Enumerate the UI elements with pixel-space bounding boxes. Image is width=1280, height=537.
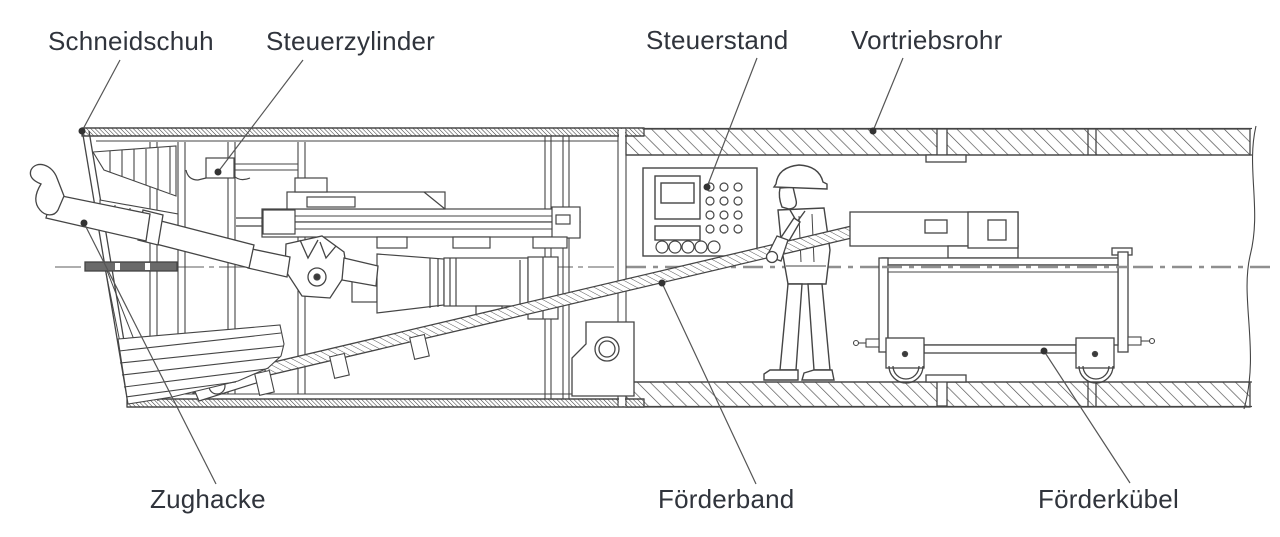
leader-steuerzylinder [217, 59, 304, 173]
leader-zughacke [83, 222, 217, 485]
worker [763, 164, 835, 381]
leader-dot-foerderkuebel [1040, 347, 1048, 355]
label-schneidschuh: Schneidschuh [48, 26, 214, 56]
machine-shell-top [81, 127, 645, 137]
wagon-coupler [852, 336, 1156, 348]
arm-knuckle [284, 235, 348, 299]
ribbed-panel [92, 145, 177, 197]
leader-foerderband [661, 282, 757, 485]
tunnel-walls [81, 125, 1257, 410]
spoil-wagon [852, 247, 1156, 384]
wagon-bogie [885, 337, 925, 384]
leader-dot-steuerstand [703, 183, 711, 191]
hoe-claw [29, 163, 65, 216]
leader-dot-zughacke [80, 219, 88, 227]
label-zughacke: Zughacke [150, 484, 266, 514]
label-vortriebsrohr: Vortriebsrohr [851, 25, 1003, 55]
wagon-bogie [1075, 337, 1115, 384]
worker-face [778, 186, 798, 210]
drag-hoe-arm [29, 163, 379, 299]
pipe-joint-2 [1087, 129, 1097, 406]
pedestal [571, 321, 635, 397]
label-foerderband: Förderband [658, 484, 795, 514]
leader-vortriebsrohr [872, 57, 904, 132]
worker-shoe [801, 369, 835, 381]
wagon-rim [881, 257, 1128, 266]
wagon-body [887, 264, 1119, 346]
control-panel [642, 167, 758, 257]
label-steuerzylinder: Steuerzylinder [266, 26, 435, 56]
leader-dot-steuerzylinder [214, 168, 222, 176]
panel-knobs [655, 240, 721, 254]
leader-lines [78, 57, 1131, 485]
break-line [1243, 125, 1257, 410]
pipe-joint-1 [925, 128, 967, 407]
worker-shoe [763, 369, 799, 381]
worker-leg [807, 283, 831, 371]
telescopic-boom [236, 177, 581, 249]
muck-pile [117, 324, 285, 405]
cutting-edge-bar [84, 261, 178, 272]
belt-supports [254, 333, 430, 396]
label-steuerstand: Steuerstand [646, 25, 789, 55]
hard-hat [772, 164, 828, 190]
worker-forearm [765, 235, 789, 264]
label-foerderkuebel: Förderkübel [1038, 484, 1179, 514]
leader-dot-foerderband [658, 279, 666, 287]
leader-dot-vortriebsrohr [869, 127, 877, 135]
leader-schneidschuh [81, 59, 121, 132]
leader-foerderkuebel [1043, 350, 1131, 484]
worker-leg [779, 283, 803, 371]
steering-cylinder [185, 157, 251, 181]
leader-steuerstand [706, 57, 758, 188]
machine-shell-bottom [126, 398, 645, 408]
leader-dot-schneidschuh [78, 127, 86, 135]
panel-buttons [705, 182, 743, 234]
conveyor-head [849, 211, 1019, 259]
